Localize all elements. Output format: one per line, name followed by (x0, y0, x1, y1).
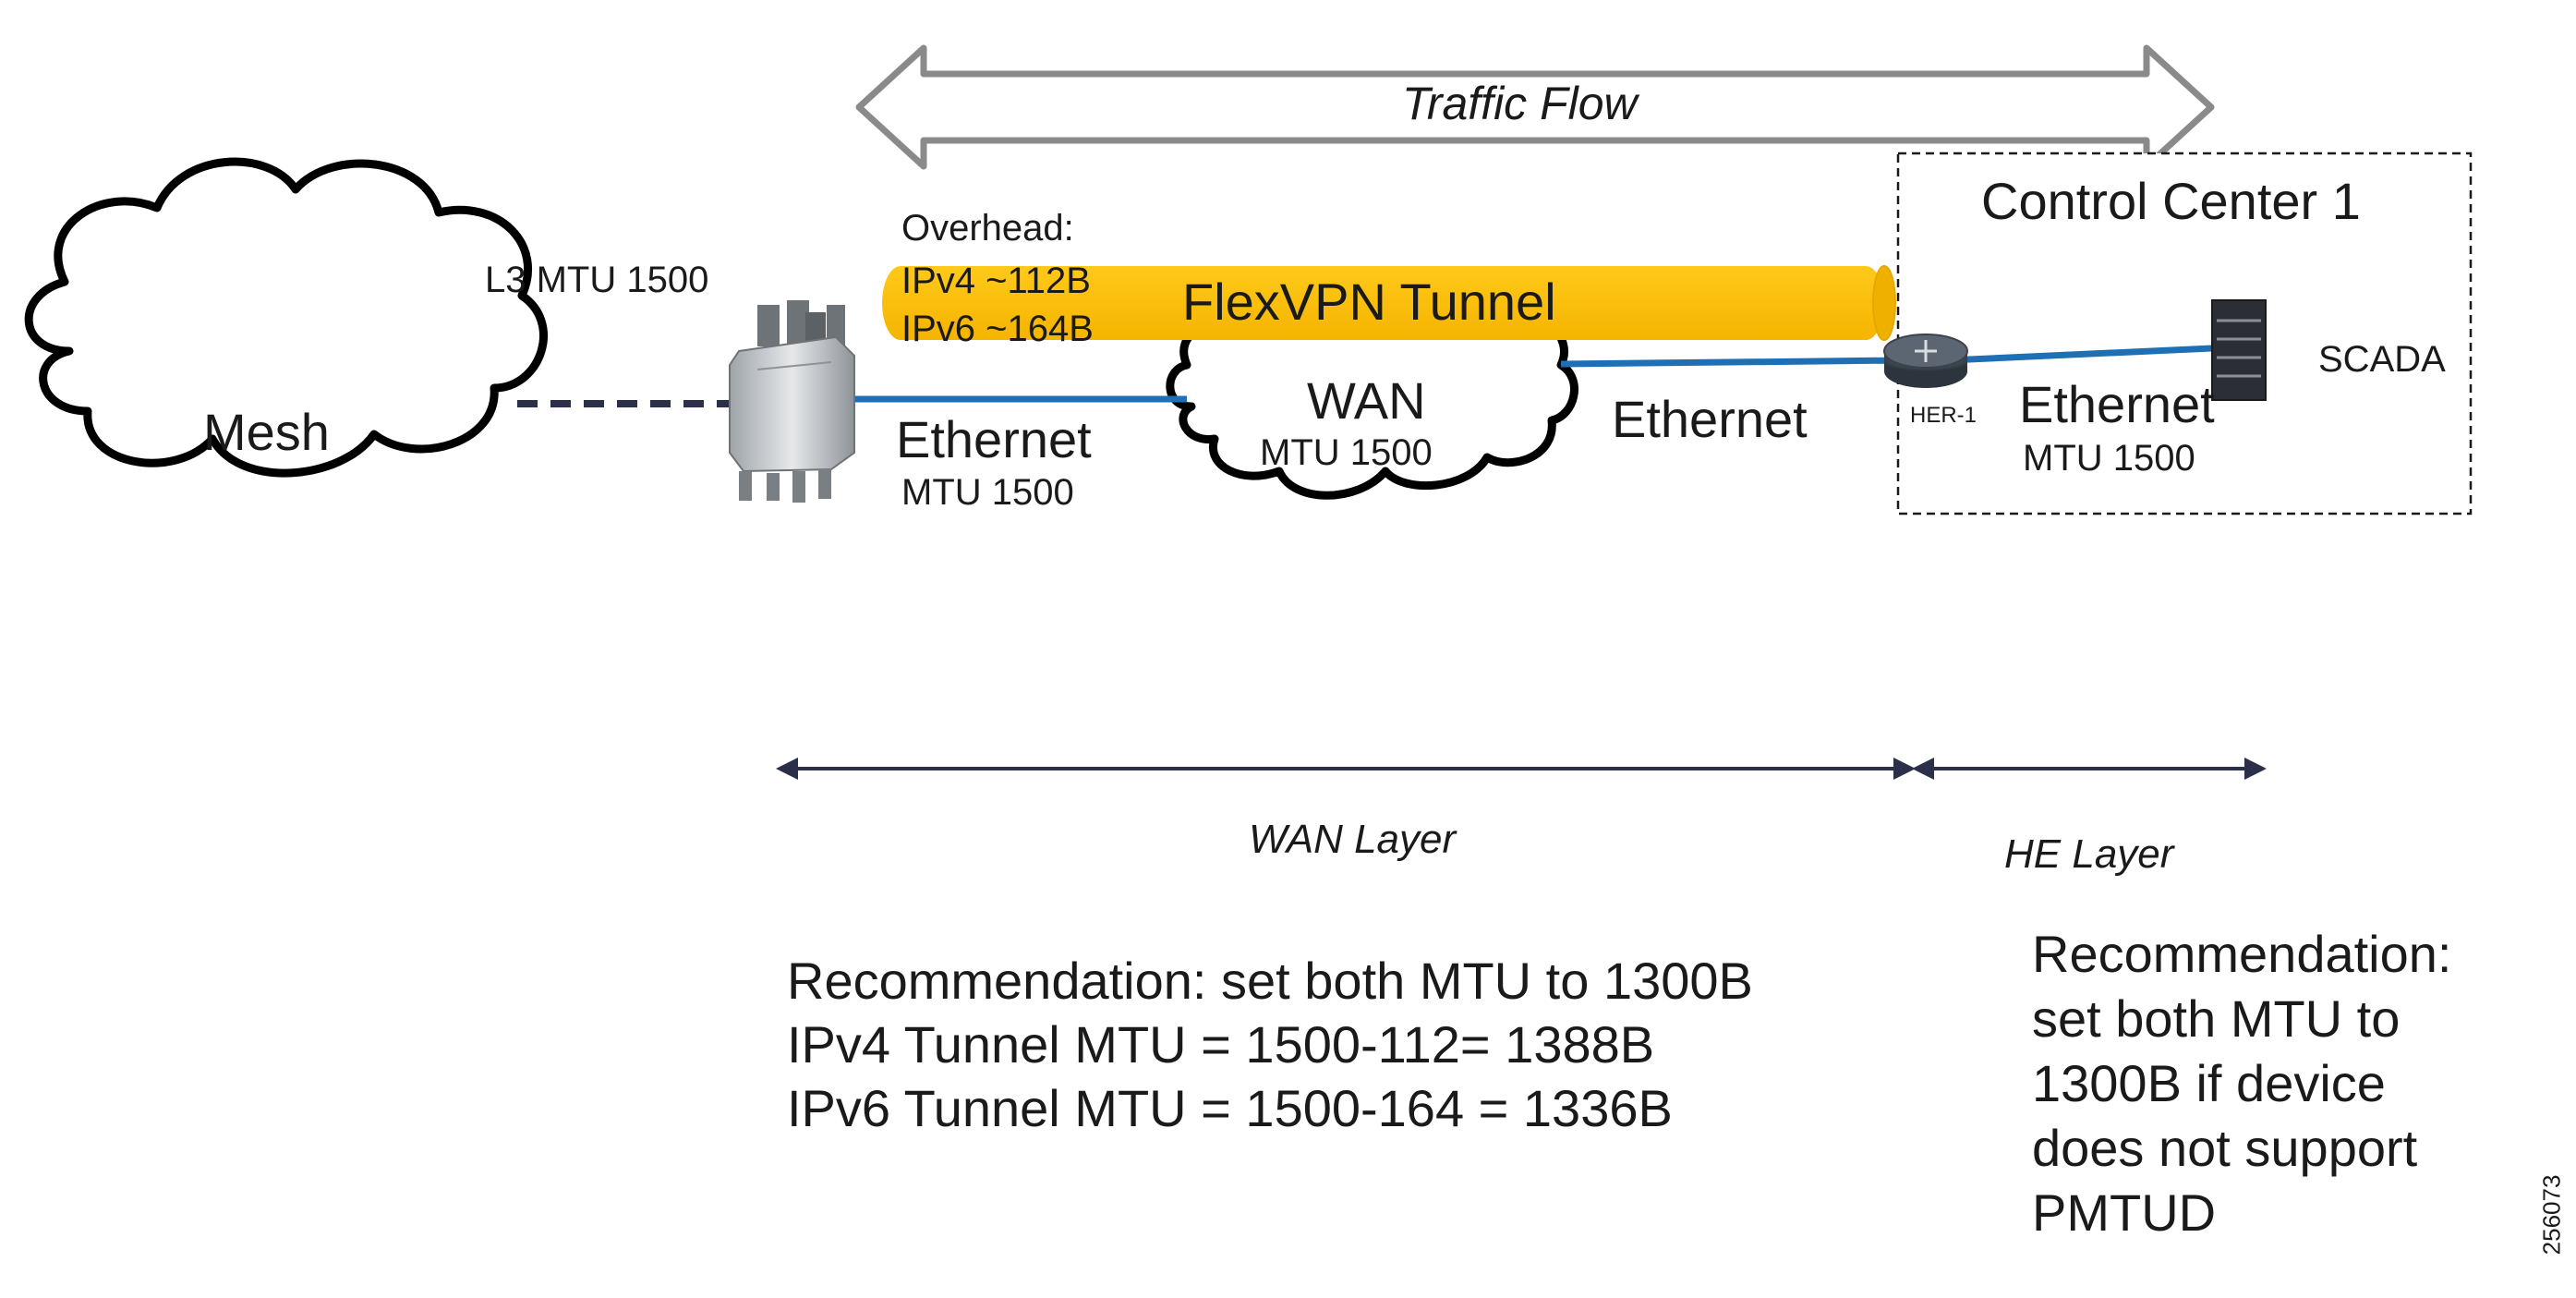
wan-layer-label: WAN Layer (1249, 817, 1457, 862)
her-scada-ethernet-link (1948, 345, 2213, 364)
wan-her-ethernet-link (1560, 357, 1905, 368)
control-center-box (1896, 152, 2473, 516)
wan-mtu-label: MTU 1500 (1260, 432, 1433, 473)
her-label: HER-1 (1910, 403, 1977, 428)
scada-server (2211, 299, 2267, 401)
mesh-cloud (24, 157, 548, 478)
cc-mtu-label: MTU 1500 (2023, 438, 2195, 479)
wan-recommendation-line2: IPv4 Tunnel MTU = 1500-112= 1388B (787, 1015, 1655, 1074)
router-device (729, 300, 855, 503)
mesh-label: Mesh (203, 403, 330, 461)
wan-ethernet-label: Ethernet (1612, 390, 1808, 448)
scada-label: SCADA (2318, 339, 2446, 380)
figure-id: 256073 (2537, 1174, 2566, 1256)
flexvpn-tunnel (882, 265, 1896, 341)
wan-recommendation-line1: Recommendation: set both MTU to 1300B (787, 952, 1753, 1010)
wan-recommendation-line3: IPv6 Tunnel MTU = 1500-164 = 1336B (787, 1079, 1673, 1137)
overhead-ipv4: IPv4 ~112B (901, 261, 1091, 301)
router-ethernet-label: Ethernet (896, 410, 1092, 468)
he-recommendation: Recommendation: set both MTU to 1300B if… (2032, 925, 2452, 1242)
overhead-ipv6: IPv6 ~164B (901, 309, 1094, 349)
her-router (1883, 334, 1968, 388)
control-center-title: Control Center 1 (1981, 172, 2361, 230)
traffic-flow-label: Traffic Flow (1402, 78, 1638, 129)
overhead-title: Overhead: (901, 208, 1074, 249)
he-layer-label: HE Layer (2004, 831, 2174, 877)
wan-label: WAN (1307, 371, 1426, 430)
cc-ethernet-label: Ethernet (2019, 375, 2215, 433)
mesh-mtu-label: L3 MTU 1500 (485, 260, 709, 300)
flexvpn-tunnel-label: FlexVPN Tunnel (1182, 273, 1556, 331)
traffic-flow-arrow (855, 44, 2215, 170)
router-mtu-label: MTU 1500 (901, 472, 1074, 513)
